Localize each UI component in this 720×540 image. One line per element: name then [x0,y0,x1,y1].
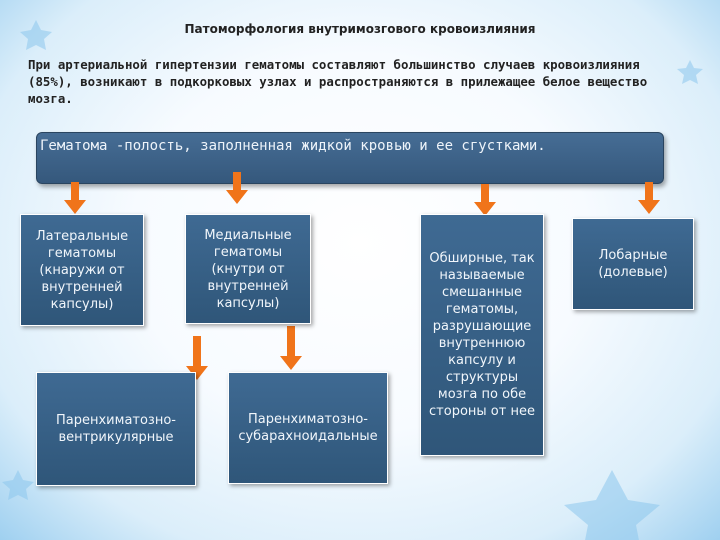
box-parenchymal-subarachnoid: Паренхиматозно-субарахноидальные [228,372,388,484]
arrow-down-icon [226,172,248,204]
box-parenchymal-subarachnoid-label: Паренхиматозно-субарахноидальные [238,412,378,444]
box-lobar-hematomas: Лобарные (долевые) [572,218,694,310]
box-medial-hematomas: Медиальные гематомы (кнутри от внутренне… [185,214,311,324]
box-medial-label: Медиальные гематомы (кнутри от внутренне… [204,227,292,311]
definition-banner-text: Гематома -полость, заполненная жидкой кр… [40,138,546,154]
box-parenchymal-ventricular: Паренхиматозно-вентрикулярные [36,372,196,486]
box-lateral-hematomas: Латеральные гематомы (кнаружи от внутрен… [20,214,144,326]
arrow-down-icon [474,184,496,216]
arrow-down-icon [638,182,660,214]
definition-banner [36,132,664,184]
arrow-down-icon [186,336,208,380]
box-parenchymal-ventricular-label: Паренхиматозно-вентрикулярные [56,413,176,445]
arrow-down-icon [280,326,302,370]
intro-text: При артериальной гипертензии гематомы со… [28,57,648,106]
box-lateral-label: Латеральные гематомы (кнаружи от внутрен… [35,228,129,312]
box-extensive-hematomas: Обширные, так называемые смешанные гемат… [420,214,544,456]
arrow-down-icon [64,182,86,214]
slide-title: Патоморфология внутримозгового кровоизли… [184,22,536,36]
box-lobar-label: Лобарные (долевые) [598,248,668,280]
box-extensive-label: Обширные, так называемые смешанные гемат… [429,251,535,419]
